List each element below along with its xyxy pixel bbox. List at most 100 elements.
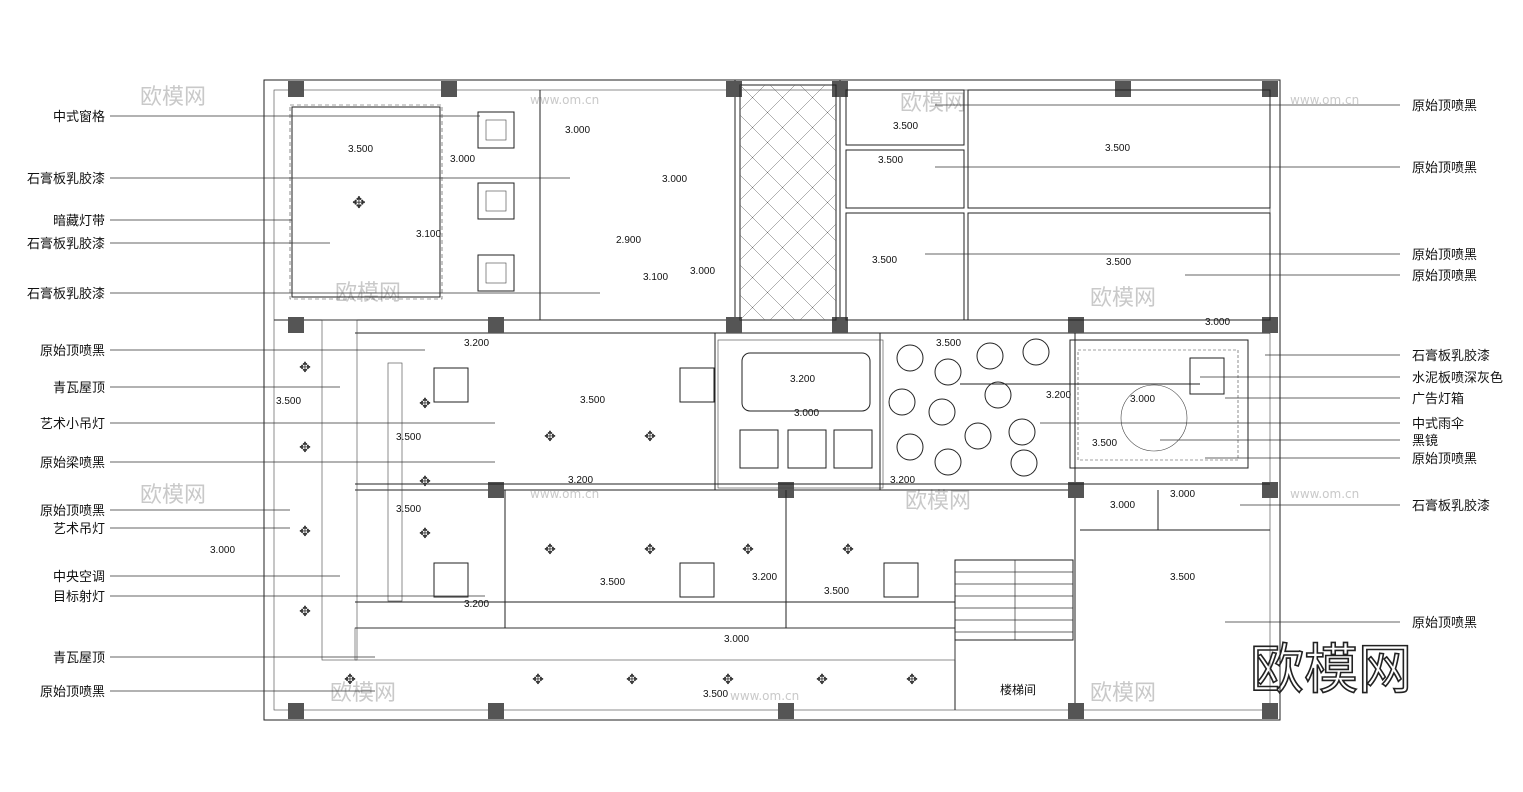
ceiling-lamp-icon: ✥ (352, 193, 365, 212)
column (441, 81, 457, 97)
watermark: 欧模网 (330, 681, 396, 706)
label-left: 中央空调 (53, 570, 105, 585)
pendant-lamp-icon: ✥ (644, 429, 656, 445)
column (1262, 81, 1278, 97)
ac-unit-icon (433, 562, 469, 598)
watermark-url: www.om.cn (530, 487, 599, 501)
label-left: 原始梁喷黑 (40, 456, 105, 471)
pendant-lamp-icon: ✥ (299, 604, 311, 620)
elevation-mark: 3.000 (565, 125, 590, 136)
elevation-mark: 3.500 (396, 504, 421, 515)
ac-units (433, 367, 919, 598)
room-outlines (355, 362, 1270, 628)
pendant-lamps: ✥ ✥ ✥ ✥ ✥ ✥ ✥ ✥ ✥ ✥ ✥ ✥ ✥ ✥ ✥ ✥ ✥ ✥ ✥ (299, 360, 918, 688)
umbrella-icon (1010, 449, 1038, 477)
watermark: 欧模网 (140, 85, 206, 110)
elevation-mark: 3.000 (210, 545, 235, 556)
elevation-mark: 3.100 (643, 272, 668, 283)
pendant-lamp-icon: ✥ (626, 672, 638, 688)
umbrella-icon (928, 398, 956, 426)
elevation-mark: 2.900 (616, 235, 641, 246)
elevation-mark: 3.500 (936, 338, 961, 349)
umbrella-icon (1008, 418, 1036, 446)
label-left: 原始顶喷黑 (40, 504, 105, 519)
labels-right: 原始顶喷黑 原始顶喷黑 原始顶喷黑 原始顶喷黑 石膏板乳胶漆 水泥板喷深灰色 广… (1412, 99, 1503, 631)
elevation-mark: 3.500 (1106, 257, 1131, 268)
watermark-url: www.om.cn (1290, 93, 1359, 107)
walls (263, 79, 1281, 721)
umbrella-icon (896, 433, 924, 461)
column (778, 703, 794, 719)
label-left: 中式窗格 (53, 109, 105, 125)
label-left: 石膏板乳胶漆 (27, 171, 105, 187)
watermark-url: www.om.cn (730, 689, 799, 703)
elevation-mark: 3.000 (1170, 489, 1195, 500)
watermark: 欧模网 (1090, 286, 1156, 311)
elevation-mark: 3.200 (568, 475, 593, 486)
elevation-mark: 3.200 (790, 374, 815, 385)
elevation-mark: 3.500 (600, 577, 625, 588)
column (1262, 703, 1278, 719)
column (1068, 703, 1084, 719)
elevation-mark: 3.100 (416, 229, 441, 240)
ac-unit-icon (679, 367, 715, 403)
label-right: 原始顶喷黑 (1412, 161, 1477, 176)
stairwell: 楼梯间 (954, 559, 1074, 697)
tile-roof-strip (321, 319, 956, 661)
ac-unit-icon (679, 562, 715, 598)
elevation-mark: 3.200 (464, 338, 489, 349)
pendant-lamp-icon: ✥ (742, 542, 754, 558)
elevation-mark: 3.200 (1046, 390, 1071, 401)
elevation-mark: 3.000 (1130, 394, 1155, 405)
watermark: 欧模网 (140, 483, 206, 508)
elevation-mark: 3.000 (450, 154, 475, 165)
watermark: 欧模网 (1090, 681, 1156, 706)
column (1262, 482, 1278, 498)
label-right: 原始顶喷黑 (1412, 452, 1477, 467)
chinese-umbrellas (888, 338, 1050, 477)
label-right: 黑镜 (1412, 434, 1438, 449)
label-left: 艺术小吊灯 (40, 417, 105, 432)
elevation-mark: 3.200 (752, 572, 777, 583)
column (288, 317, 304, 333)
column (1068, 482, 1084, 498)
pendant-lamp-icon: ✥ (299, 524, 311, 540)
watermark: 欧模网 (335, 281, 401, 306)
column (288, 81, 304, 97)
leaders-left (110, 115, 600, 692)
label-right: 原始顶喷黑 (1412, 269, 1477, 284)
watermark-url: www.om.cn (1290, 487, 1359, 501)
elevation-mark: 3.500 (878, 155, 903, 166)
elevation-mark: 3.500 (1092, 438, 1117, 449)
elevation-mark: 3.500 (824, 586, 849, 597)
umbrella-icon (964, 422, 992, 450)
ceiling-panel-left: ✥ (289, 104, 443, 300)
umbrella-icon (896, 344, 924, 372)
pendant-lamp-icon: ✥ (419, 474, 431, 490)
column (1115, 81, 1131, 97)
watermark: 欧模网 (900, 91, 966, 116)
label-right: 广告灯箱 (1412, 391, 1464, 407)
label-left: 青瓦屋顶 (53, 651, 105, 666)
pendant-lamp-icon: ✥ (344, 672, 356, 688)
brand-logo: 欧模网 (1250, 638, 1412, 701)
room-label-stairwell: 楼梯间 (1000, 682, 1036, 697)
pendant-lamp-icon: ✥ (419, 396, 431, 412)
pendant-lamp-icon: ✥ (532, 672, 544, 688)
label-left: 原始顶喷黑 (40, 685, 105, 700)
umbrella-icon (984, 381, 1012, 409)
elevation-mark: 3.000 (794, 408, 819, 419)
hatched-corridor (739, 84, 837, 321)
label-left: 暗藏灯带 (53, 214, 105, 229)
elevation-mark: 3.500 (396, 432, 421, 443)
label-left: 石膏板乳胶漆 (27, 286, 105, 302)
label-right: 水泥板喷深灰色 (1412, 370, 1503, 386)
elevation-mark: 3.000 (724, 634, 749, 645)
column (1068, 317, 1084, 333)
elevation-marks: 3.500 3.000 3.000 3.000 3.100 2.900 3.10… (210, 121, 1230, 700)
central-patterned-area (717, 339, 884, 489)
watermark: 欧模网 (905, 489, 971, 514)
elevation-mark: 3.000 (1110, 500, 1135, 511)
watermark-layer: 欧模网 www.om.cn 欧模网 www.om.cn 欧模网 欧模网 欧模网 … (140, 85, 1359, 706)
label-right: 石膏板乳胶漆 (1412, 348, 1490, 364)
